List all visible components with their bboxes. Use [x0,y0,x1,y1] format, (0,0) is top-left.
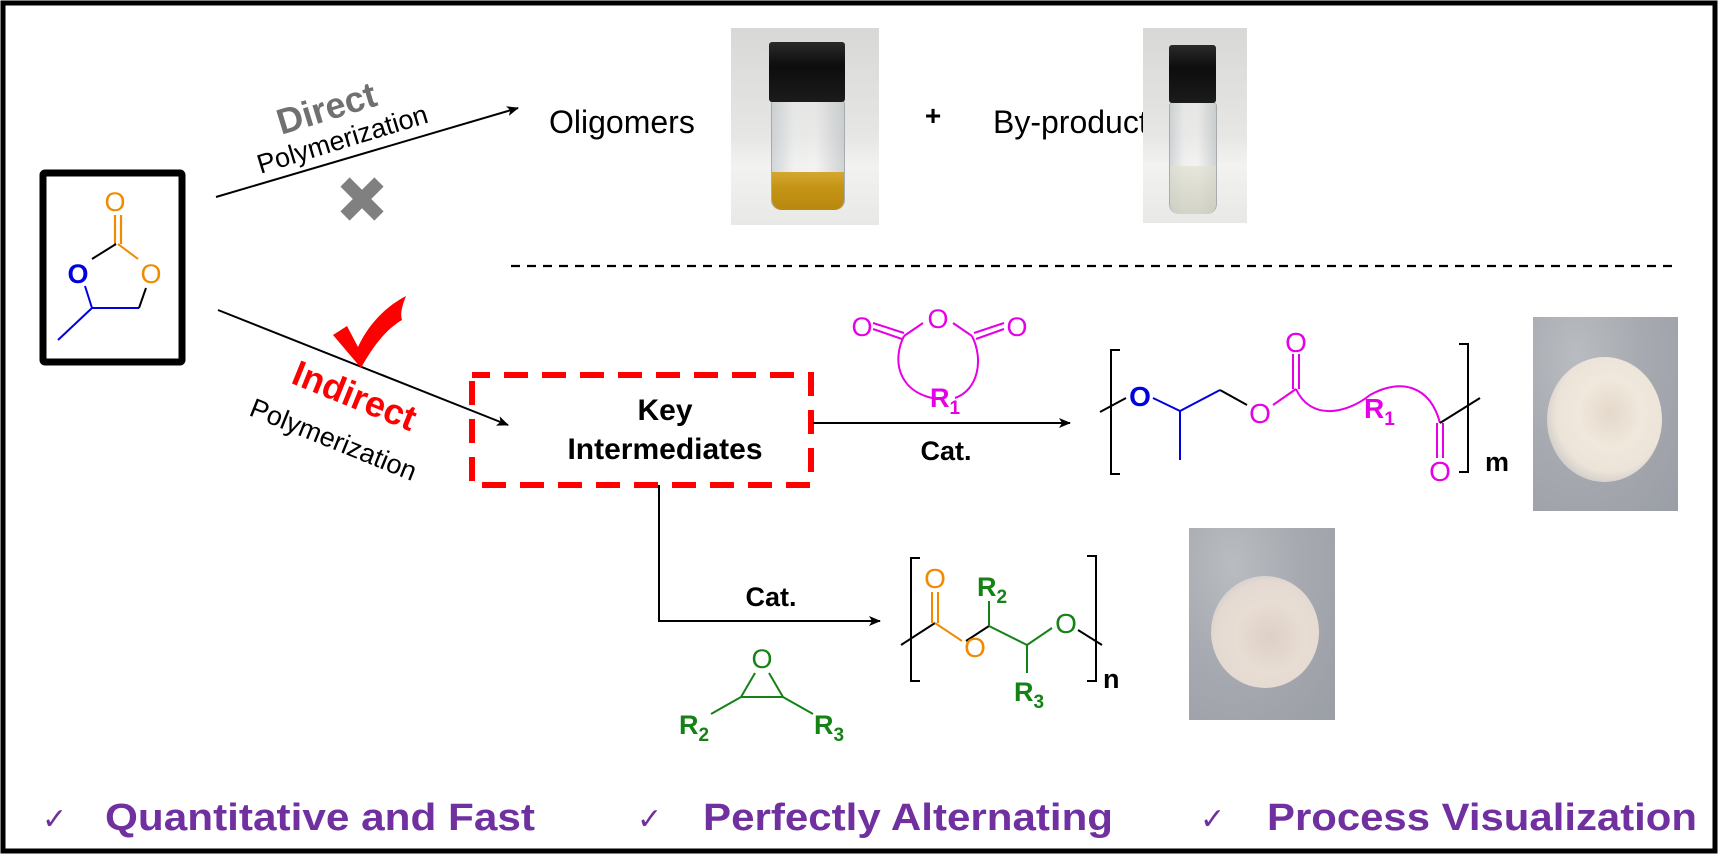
oligomers-label: Oligomers [549,104,695,140]
epoxide-r3: R3 [814,710,844,746]
polymer-m-oxygen-carbonyl-top: O [1285,327,1307,358]
photo-oligomers-vial [731,28,879,225]
polymer-m-r1: R1 [1364,393,1395,430]
anhydride-oxygen-bridge: O [927,304,948,334]
atom-carbonyl-oxygen: O [104,187,125,217]
lower-polymer-structure: O O O R2 R3 n [900,555,1120,713]
plus-sign: + [925,100,941,131]
check-mark-icon: ✓ [637,803,662,836]
check-icon [333,296,406,368]
polymer-n-r3: R3 [1014,677,1044,713]
upper-polymer-structure: O O O O R1 m [1099,327,1509,487]
upper-catalyst-label: Cat. [920,436,971,466]
anhydride-r1: R1 [930,383,961,419]
polymer-m-oxygen-ether: O [1129,381,1151,412]
starting-material: O O O [39,169,186,366]
highlight-item: ✓ Quantitative and Fast [42,797,535,839]
atom-ring-oxygen-right: O [140,259,161,289]
upper-reaction: O O O R1 Cat. O O O [813,304,1509,487]
check-mark-icon: ✓ [1200,803,1225,836]
atom-ring-oxygen-left: O [67,259,88,289]
highlights-banner: ✓ Quantitative and Fast ✓ Perfectly Alte… [42,797,1697,839]
polymer-m-oxygen-carbonyl-bottom: O [1429,456,1451,487]
repeat-unit-m: m [1485,447,1509,477]
by-products-label: By-products [993,104,1164,140]
highlight-item: ✓ Process Visualization [1200,797,1697,839]
cyclic-anhydride: O O O R1 [851,304,1027,419]
check-mark-icon: ✓ [42,803,67,836]
lower-reaction: Cat. O R2 R3 O O O [658,485,1120,746]
repeat-unit-n: n [1103,664,1120,694]
highlight-alternating: Perfectly Alternating [703,797,1113,839]
highlight-visualization: Process Visualization [1267,797,1697,839]
starting-material-box [39,169,186,366]
highlight-quantitative: Quantitative and Fast [105,797,535,839]
photo-upper-polymer-powder [1533,317,1678,511]
anhydride-oxygen-right: O [1006,312,1027,342]
polymer-m-oxygen-ester: O [1249,398,1271,429]
polymer-n-r2: R2 [977,572,1007,608]
polymer-n-oxygen-carbonyl: O [924,563,946,594]
key-intermediates-line2: Intermediates [567,433,762,466]
photo-by-products-vial [1143,28,1247,223]
direct-arrow [215,106,519,198]
polymer-n-oxygen-ether: O [1055,608,1077,639]
lower-reaction-arrow [658,485,881,626]
photo-lower-polymer-powder [1189,528,1335,720]
lower-catalyst-label: Cat. [745,582,796,612]
key-intermediates-line1: Key [637,394,692,427]
epoxide-r2: R2 [679,710,709,746]
key-intermediates-box: Key Intermediates [469,372,814,488]
epoxide-oxygen: O [751,644,772,674]
indirect-arrow [217,309,509,426]
epoxide: O R2 R3 [679,644,844,746]
cross-icon [340,177,384,221]
polymer-n-oxygen-ester: O [964,632,986,663]
anhydride-oxygen-left: O [851,312,872,342]
highlight-item: ✓ Perfectly Alternating [637,797,1113,839]
